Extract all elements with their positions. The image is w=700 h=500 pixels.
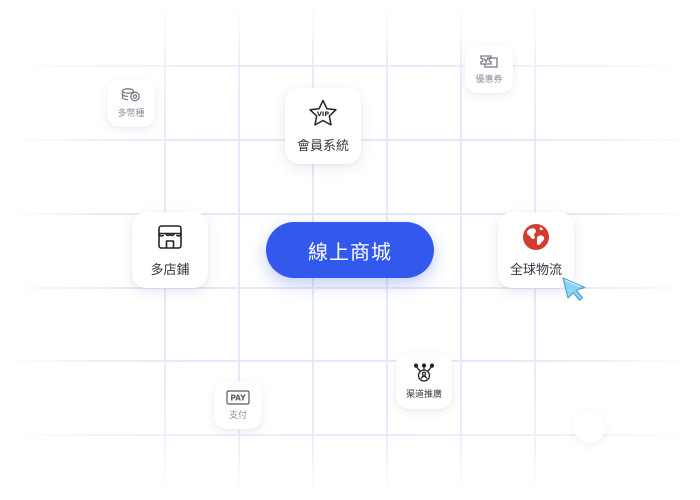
- node-multi-currency[interactable]: 多幣種: [107, 79, 155, 127]
- node-label: 多幣種: [117, 109, 145, 119]
- pointer-cursor-icon: [561, 276, 589, 304]
- globe-icon: [522, 223, 550, 251]
- svg-text:VIP: VIP: [317, 110, 329, 118]
- node-channel-promo[interactable]: 渠道推廣: [396, 353, 452, 409]
- vip-star-icon: VIP: [308, 99, 338, 127]
- pay-icon: PAY: [226, 389, 250, 405]
- coupon-icon: [479, 53, 499, 69]
- node-payment[interactable]: PAY 支付: [214, 381, 262, 429]
- grid-line: [0, 287, 700, 289]
- share-person-icon: [413, 362, 435, 384]
- node-label: 渠道推廣: [405, 390, 442, 400]
- grid-line: [0, 65, 700, 67]
- storefront-icon: [156, 223, 184, 251]
- node-label: 支付: [228, 410, 247, 421]
- online-mall-button[interactable]: 線上商城: [266, 222, 434, 278]
- grid-line: [0, 360, 700, 362]
- node-coupon[interactable]: 優惠券: [465, 45, 513, 93]
- node-label: 多店鋪: [150, 262, 190, 278]
- pay-badge-text: PAY: [230, 393, 246, 402]
- coins-icon: [121, 87, 141, 103]
- placeholder-node: [573, 411, 605, 443]
- node-multi-store[interactable]: 多店鋪: [132, 212, 208, 288]
- node-label: 全球物流: [509, 262, 562, 278]
- node-label: 會員系統: [296, 138, 349, 154]
- grid-line: [0, 213, 700, 215]
- grid-line: [460, 0, 462, 500]
- node-membership[interactable]: VIP 會員系統: [285, 88, 361, 164]
- node-logistics[interactable]: 全球物流: [498, 212, 574, 288]
- node-label: 優惠券: [475, 75, 503, 85]
